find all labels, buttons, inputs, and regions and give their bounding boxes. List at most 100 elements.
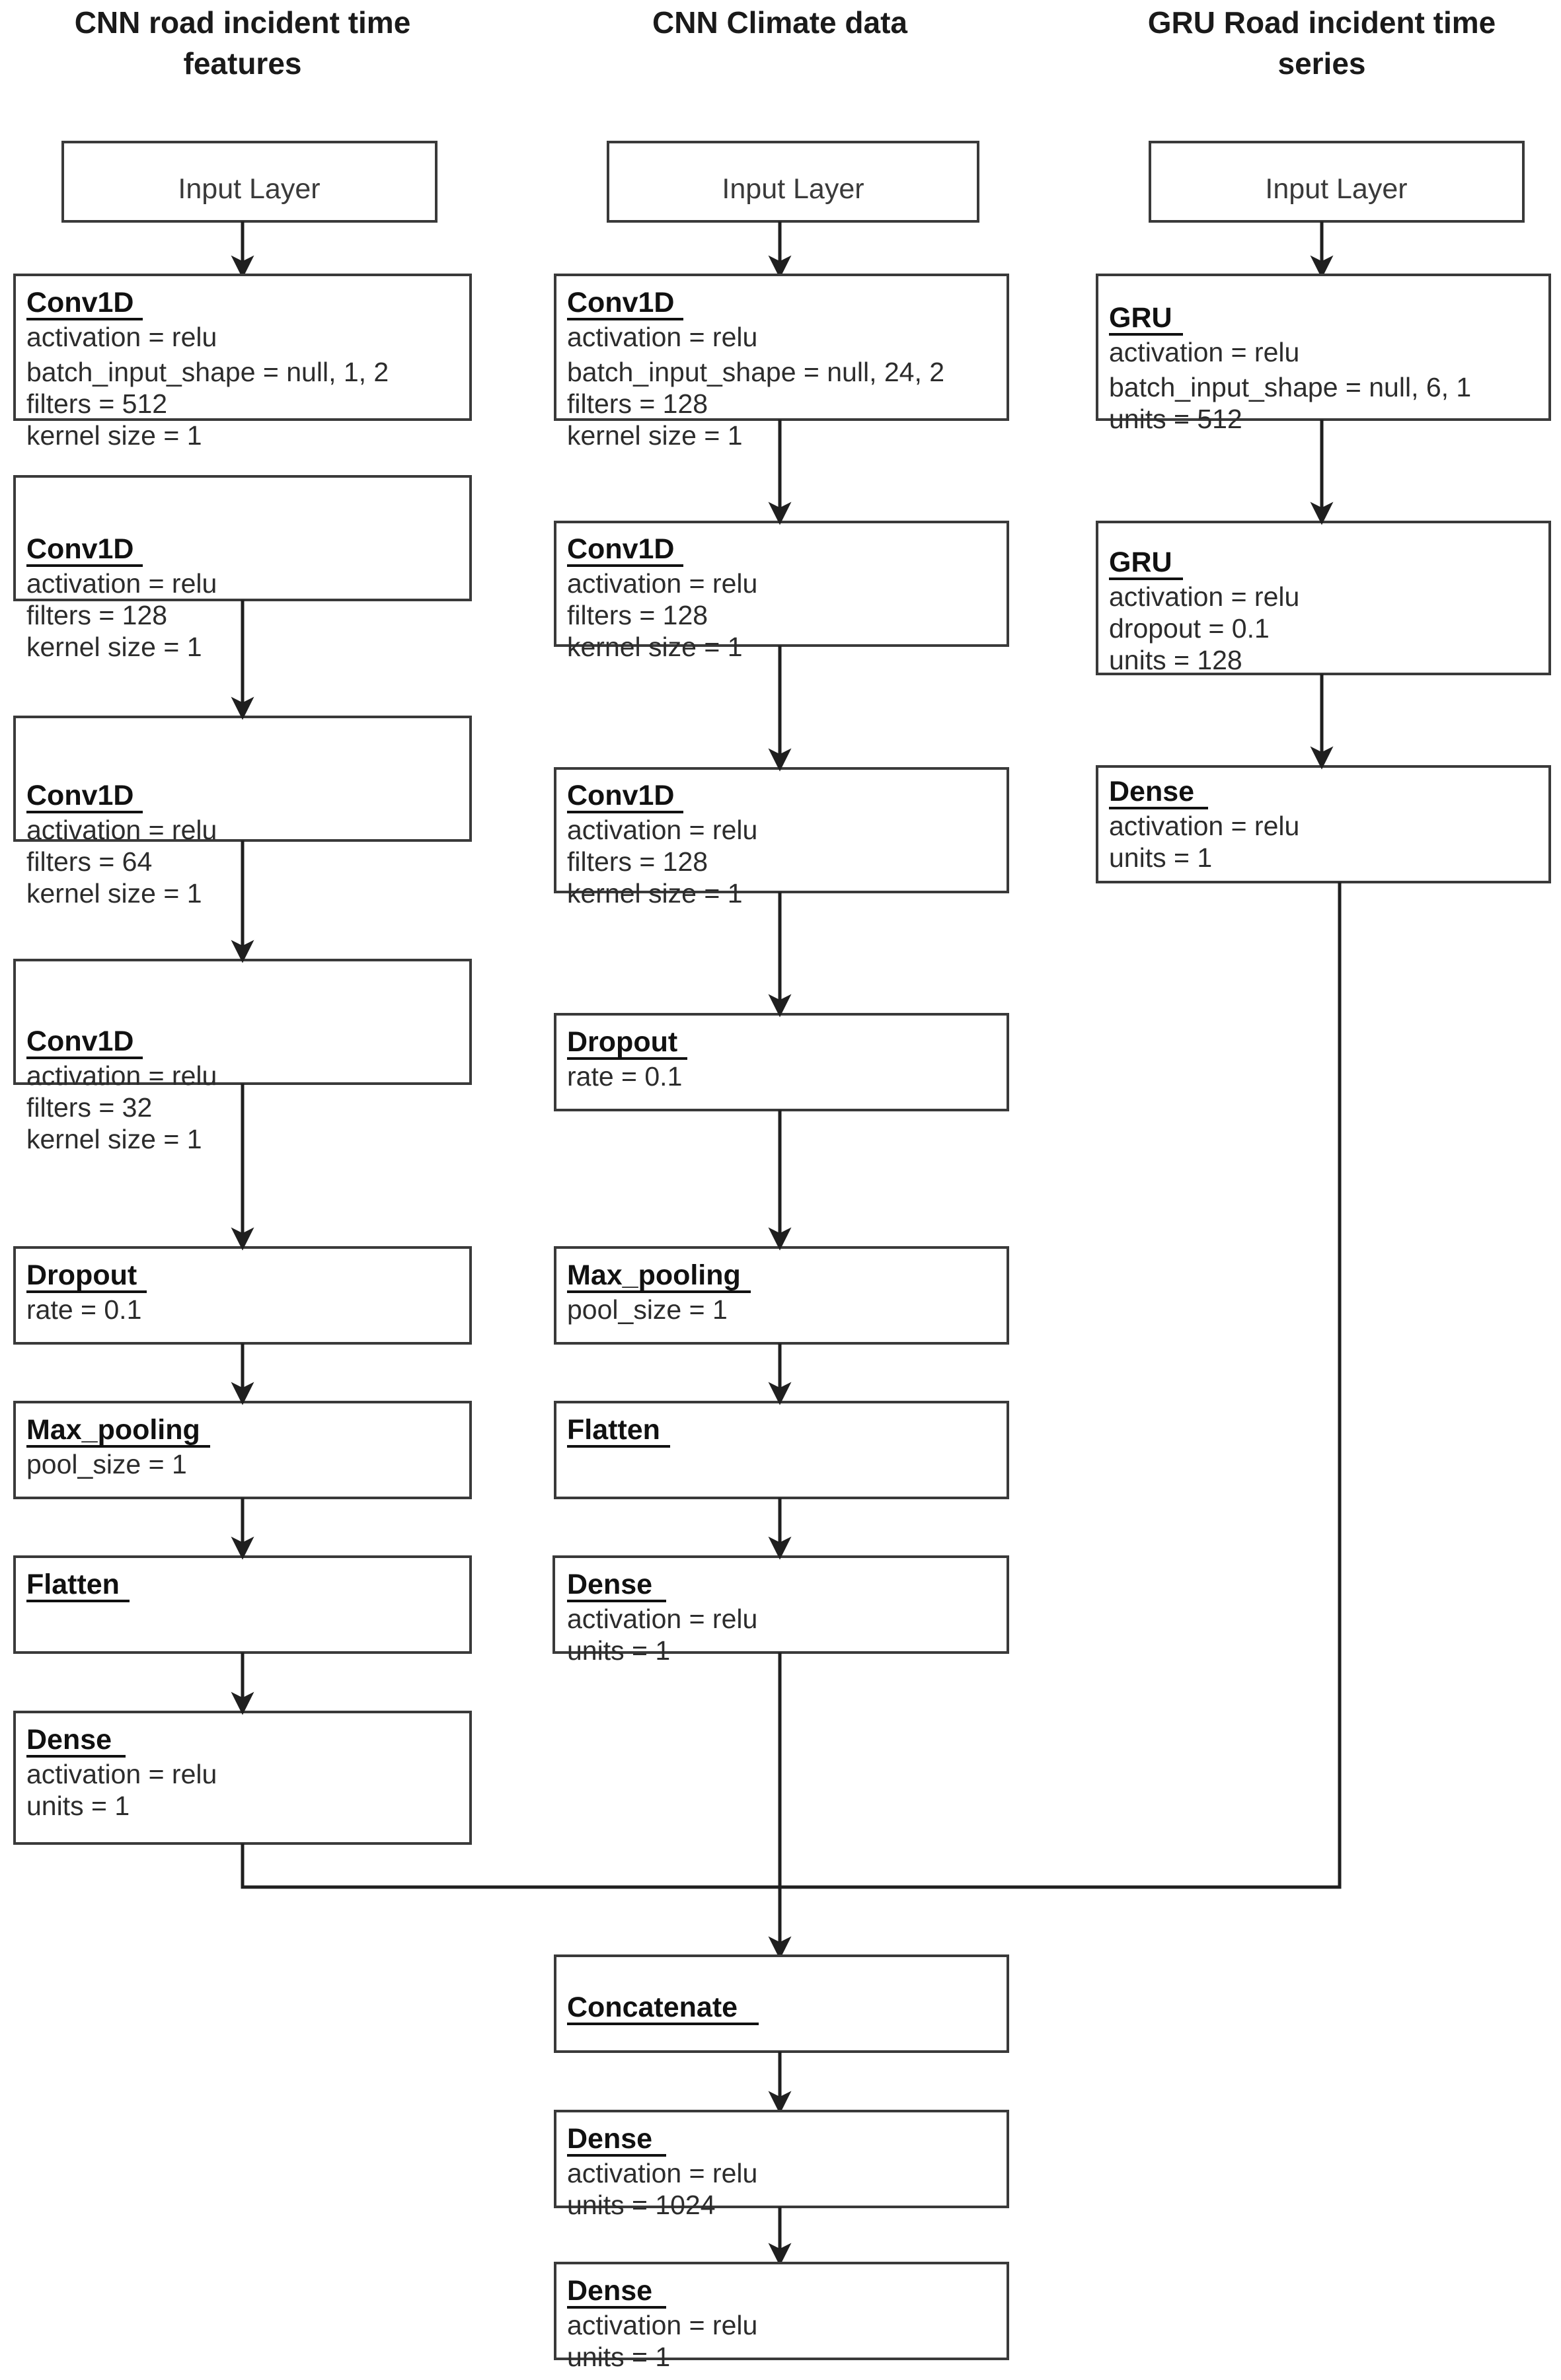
edge-right-to-merge <box>780 882 1342 1889</box>
node-label: Dense <box>567 2275 652 2307</box>
node-param: filters = 128 <box>567 846 708 877</box>
node-dense-right[interactable]: Dense activation = relu units = 1 <box>1096 765 1551 883</box>
node-label: Concatenate <box>567 1991 738 2023</box>
node-param: activation = relu <box>26 1759 217 1789</box>
node-param: units = 1 <box>26 1791 130 1821</box>
node-param: dropout = 0.1 <box>1109 613 1270 644</box>
node-param: activation = relu <box>567 568 757 599</box>
column-title-right-line2: series <box>1277 46 1365 81</box>
column-title-left-line2: features <box>184 46 302 81</box>
node-input-layer-middle[interactable]: Input Layer <box>607 141 979 223</box>
node-param: filters = 64 <box>26 846 152 877</box>
node-param: rate = 0.1 <box>567 1061 682 1092</box>
node-label: Dropout <box>26 1259 137 1291</box>
node-max-pooling-left[interactable]: Max_pooling pool_size = 1 <box>13 1401 472 1499</box>
node-param: activation = relu <box>26 568 217 599</box>
edge-left-to-merge <box>241 1843 780 1889</box>
node-label: Conv1D <box>26 780 133 811</box>
node-param: activation = relu <box>26 815 217 845</box>
node-input-layer-right[interactable]: Input Layer <box>1149 141 1525 223</box>
node-param: kernel size = 1 <box>26 1124 202 1154</box>
node-param: activation = relu <box>567 1604 757 1634</box>
node-dense-middle[interactable]: Dense activation = relu units = 1 <box>552 1555 1009 1666</box>
node-param: filters = 512 <box>26 389 167 419</box>
node-param: activation = relu <box>567 2310 757 2340</box>
node-param: kernel size = 1 <box>26 420 202 451</box>
node-label: Input Layer <box>1265 173 1407 205</box>
node-dense-output[interactable]: Dense activation = relu units = 1 <box>554 2262 1009 2372</box>
node-label: Dense <box>1109 776 1194 807</box>
node-gru-128[interactable]: GRU activation = relu dropout = 0.1 unit… <box>1096 521 1551 675</box>
node-param: units = 1024 <box>567 2190 716 2220</box>
node-param: activation = relu <box>1109 337 1299 367</box>
column-title-right-line1: GRU Road incident time <box>1148 5 1496 40</box>
node-param: activation = relu <box>567 2158 757 2188</box>
node-param: kernel size = 1 <box>567 632 743 662</box>
node-label: Dense <box>567 2123 652 2155</box>
node-label: Conv1D <box>26 287 133 318</box>
node-gru-512[interactable]: GRU activation = relu batch_input_shape … <box>1096 274 1551 434</box>
node-label: Conv1D <box>26 533 133 565</box>
column-title-middle: CNN Climate data <box>652 5 907 40</box>
node-concatenate[interactable]: Concatenate <box>554 1954 1009 2053</box>
node-param: units = 1 <box>567 2342 670 2372</box>
node-label: Conv1D <box>567 287 674 318</box>
branch-right: Input Layer GRU activation = relu batch_… <box>780 141 1551 1889</box>
column-titles: CNN road incident time features CNN Clim… <box>75 5 1496 81</box>
node-param: activation = relu <box>567 322 757 352</box>
node-param: units = 128 <box>1109 645 1242 675</box>
node-label: Conv1D <box>26 1025 133 1057</box>
node-conv1d-128-left[interactable]: Conv1D activation = relu filters = 128 k… <box>13 475 472 662</box>
node-param: activation = relu <box>567 815 757 845</box>
node-dense-1024[interactable]: Dense activation = relu units = 1024 <box>554 2110 1009 2220</box>
node-max-pooling-middle[interactable]: Max_pooling pool_size = 1 <box>554 1246 1009 1345</box>
node-param: units = 1 <box>567 1635 670 1666</box>
node-flatten-middle[interactable]: Flatten <box>554 1401 1009 1499</box>
node-label: Dense <box>26 1724 112 1756</box>
node-param: batch_input_shape = null, 6, 1 <box>1109 372 1471 402</box>
node-dropout-middle[interactable]: Dropout rate = 0.1 <box>554 1013 1009 1111</box>
node-label: Conv1D <box>567 533 674 565</box>
node-param: batch_input_shape = null, 1, 2 <box>26 357 389 387</box>
node-param: filters = 128 <box>567 600 708 630</box>
node-param: filters = 128 <box>26 600 167 630</box>
node-param: batch_input_shape = null, 24, 2 <box>567 357 944 387</box>
node-label: Dense <box>567 1569 652 1600</box>
node-conv1d-64[interactable]: Conv1D activation = relu filters = 64 ke… <box>13 716 472 909</box>
node-param: activation = relu <box>1109 811 1299 841</box>
node-param: kernel size = 1 <box>567 420 743 451</box>
branch-left: Input Layer Conv1D activation = relu bat… <box>13 141 780 1889</box>
node-param: kernel size = 1 <box>567 878 743 909</box>
node-label: Input Layer <box>178 173 320 205</box>
node-param: pool_size = 1 <box>567 1294 728 1325</box>
node-conv1d-512[interactable]: Conv1D activation = relu batch_input_sha… <box>13 274 472 451</box>
merge-head: Concatenate Dense activation = relu unit… <box>554 1954 1009 2372</box>
node-label: Input Layer <box>722 173 864 205</box>
node-param: kernel size = 1 <box>26 878 202 909</box>
node-param: activation = relu <box>26 1060 217 1091</box>
node-param: activation = relu <box>26 322 217 352</box>
node-conv1d-32[interactable]: Conv1D activation = relu filters = 32 ke… <box>13 959 472 1154</box>
node-label: GRU <box>1109 546 1172 578</box>
node-param: units = 1 <box>1109 842 1212 873</box>
node-dense-left[interactable]: Dense activation = relu units = 1 <box>13 1711 472 1845</box>
node-label: Flatten <box>567 1414 660 1446</box>
node-dropout-left[interactable]: Dropout rate = 0.1 <box>13 1246 472 1345</box>
node-param: pool_size = 1 <box>26 1449 187 1479</box>
node-param: rate = 0.1 <box>26 1294 141 1325</box>
node-label: Conv1D <box>567 780 674 811</box>
node-label: GRU <box>1109 302 1172 334</box>
node-label: Max_pooling <box>567 1259 741 1291</box>
branch-middle: Input Layer Conv1D activation = relu bat… <box>552 141 1009 1960</box>
node-flatten-left[interactable]: Flatten <box>13 1555 472 1654</box>
node-label: Flatten <box>26 1569 120 1600</box>
column-title-left-line1: CNN road incident time <box>75 5 411 40</box>
node-param: units = 512 <box>1109 404 1242 434</box>
node-label: Dropout <box>567 1026 677 1058</box>
node-input-layer-left[interactable]: Input Layer <box>61 141 438 223</box>
node-label: Max_pooling <box>26 1414 200 1446</box>
node-param: activation = relu <box>1109 581 1299 612</box>
node-conv1d-128-middle-3[interactable]: Conv1D activation = relu filters = 128 k… <box>554 767 1009 909</box>
node-conv1d-128-middle-2[interactable]: Conv1D activation = relu filters = 128 k… <box>554 521 1009 662</box>
